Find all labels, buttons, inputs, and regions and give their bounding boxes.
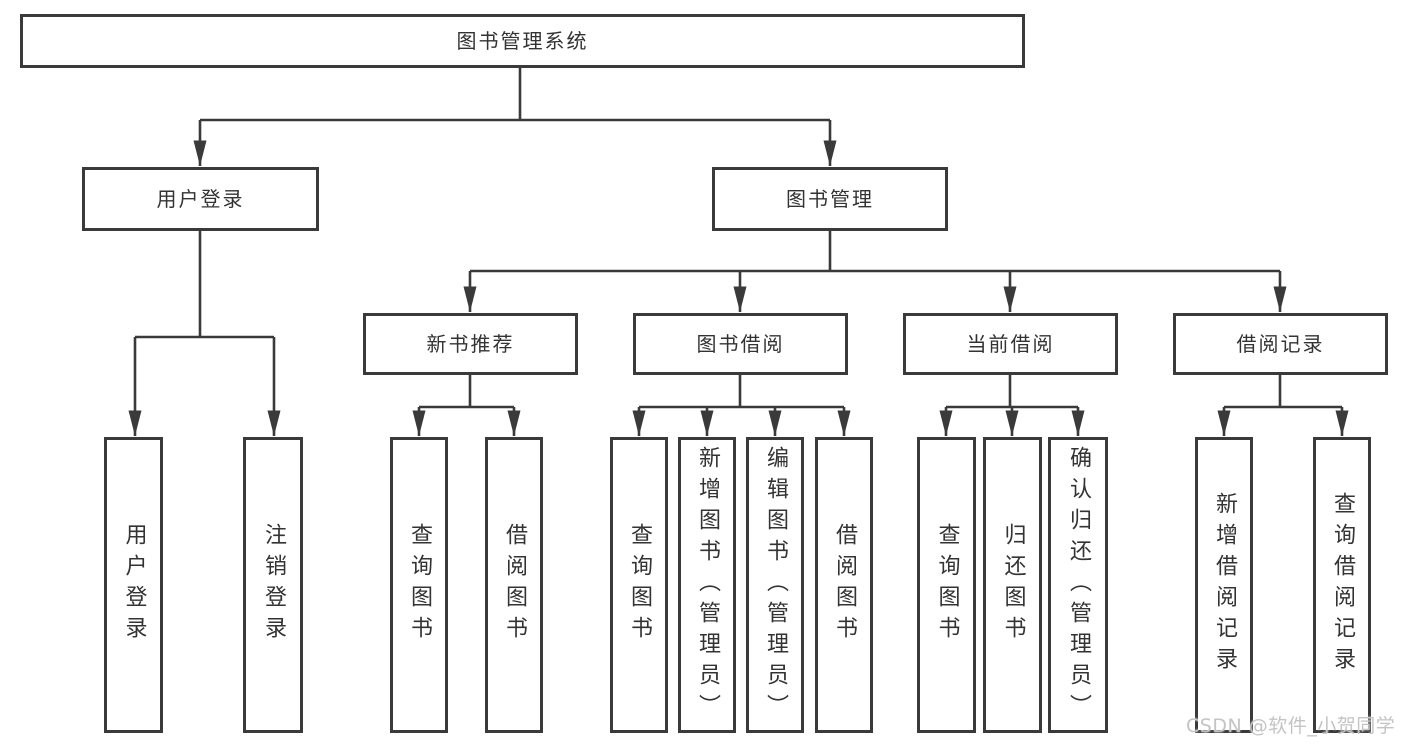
leaf-logout-label: 注销登录 — [261, 523, 286, 647]
leaf-current-confirm-return-admin-label: 确认归还（管理员） — [1066, 445, 1091, 725]
node-user-login-label: 用户登录 — [156, 187, 245, 211]
leaf-record-add-record-label: 新增借阅记录 — [1212, 492, 1237, 678]
node-book-borrow-label: 图书借阅 — [696, 332, 785, 356]
node-book-management: 图书管理 — [712, 167, 948, 231]
leaf-borrow-query-books-label: 查询图书 — [627, 523, 652, 647]
leaf-record-add-record: 新增借阅记录 — [1195, 437, 1253, 733]
node-new-book-recommend-label: 新书推荐 — [426, 332, 515, 356]
leaf-borrow-borrow-books: 借阅图书 — [815, 437, 873, 733]
node-root-system: 图书管理系统 — [20, 14, 1025, 68]
leaf-current-return-books: 归还图书 — [983, 437, 1042, 733]
node-current-borrow-label: 当前借阅 — [966, 332, 1055, 356]
leaf-borrow-add-books-admin: 新增图书（管理员） — [678, 437, 736, 733]
leaf-current-query-books: 查询图书 — [917, 437, 976, 733]
leaf-borrow-edit-books-admin-label: 编辑图书（管理员） — [763, 445, 788, 725]
leaf-borrow-add-books-admin-label: 新增图书（管理员） — [695, 445, 720, 725]
node-user-login: 用户登录 — [82, 167, 319, 231]
leaf-logout: 注销登录 — [243, 437, 303, 733]
edge-book-management-bus — [470, 231, 1280, 273]
node-current-borrow: 当前借阅 — [903, 313, 1118, 375]
leaf-newbook-query-books: 查询图书 — [390, 437, 448, 733]
leaf-user-login-label: 用户登录 — [121, 523, 147, 647]
leaf-newbook-borrow-books: 借阅图书 — [485, 437, 543, 733]
node-book-management-label: 图书管理 — [786, 187, 874, 211]
node-root-label: 图书管理系统 — [456, 29, 589, 53]
leaf-current-confirm-return-admin: 确认归还（管理员） — [1048, 437, 1108, 733]
edge-book-borrow-bus — [639, 375, 844, 409]
edge-user-login-bus — [135, 231, 274, 339]
leaf-borrow-borrow-books-label: 借阅图书 — [832, 523, 857, 647]
edge-new-book-bus — [419, 375, 514, 409]
leaf-newbook-query-books-label: 查询图书 — [407, 523, 432, 647]
leaf-record-query-record: 查询借阅记录 — [1313, 437, 1371, 733]
node-borrow-records-label: 借阅记录 — [1236, 332, 1325, 356]
leaf-current-return-books-label: 归还图书 — [1000, 523, 1026, 647]
leaf-newbook-borrow-books-label: 借阅图书 — [502, 523, 527, 647]
edge-current-borrow-bus — [946, 375, 1078, 409]
edge-root-bus — [200, 68, 830, 122]
node-book-borrow: 图书借阅 — [633, 313, 848, 375]
node-new-book-recommend: 新书推荐 — [363, 313, 578, 375]
edge-borrow-record-bus — [1224, 375, 1342, 409]
leaf-borrow-query-books: 查询图书 — [610, 437, 668, 733]
leaf-current-query-books-label: 查询图书 — [934, 523, 960, 647]
watermark: CSDN @软件_小贺同学 — [1186, 715, 1396, 737]
node-borrow-records: 借阅记录 — [1173, 313, 1388, 375]
leaf-user-login: 用户登录 — [104, 437, 163, 733]
leaf-record-query-record-label: 查询借阅记录 — [1330, 492, 1355, 678]
leaf-borrow-edit-books-admin: 编辑图书（管理员） — [746, 437, 804, 733]
